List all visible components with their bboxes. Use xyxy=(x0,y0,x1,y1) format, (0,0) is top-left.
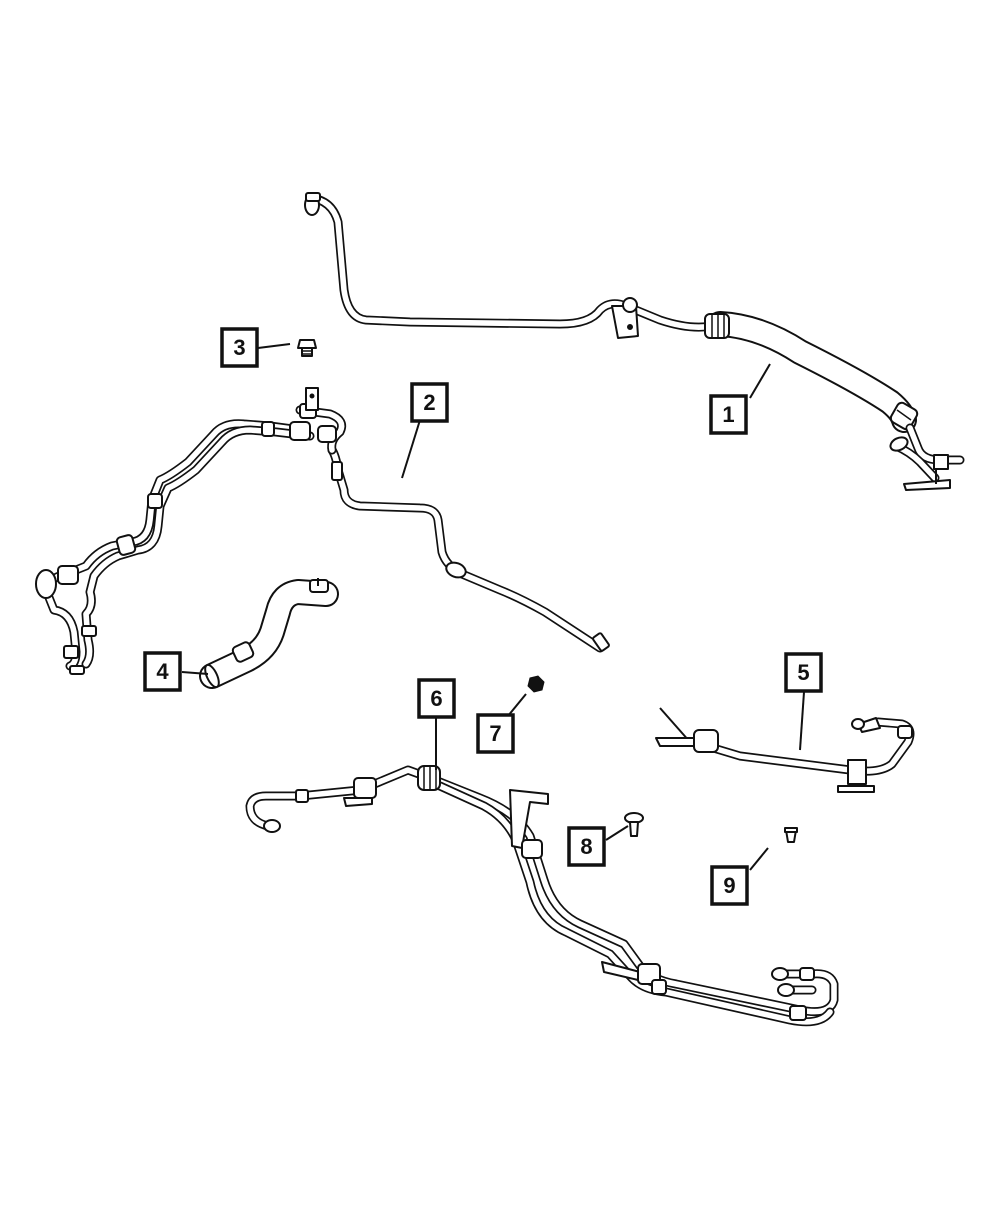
part-1-bracket xyxy=(611,297,639,339)
callout-7: 7 xyxy=(476,713,515,754)
leader-lines xyxy=(181,343,805,871)
part-9-clip xyxy=(784,827,798,843)
callout-8: 8 xyxy=(567,826,606,867)
callout-2: 2 xyxy=(410,382,449,423)
callout-7-number: 7 xyxy=(489,721,501,746)
callout-3: 3 xyxy=(220,327,259,368)
part-5-line xyxy=(655,707,915,793)
part-2-line xyxy=(35,387,610,675)
part-1-lower-fittings xyxy=(889,436,951,491)
callout-5-number: 5 xyxy=(797,660,809,685)
part-1-crimp-ferrule-lower xyxy=(889,401,919,431)
callout-3-number: 3 xyxy=(233,335,245,360)
callout-4-number: 4 xyxy=(156,659,169,684)
part-5-fittings xyxy=(655,717,913,793)
callout-1: 1 xyxy=(709,394,748,435)
callout-2-number: 2 xyxy=(423,390,435,415)
part-6-fittings xyxy=(263,765,815,1021)
callout-4: 4 xyxy=(143,651,182,692)
part-2-connectors xyxy=(35,387,610,675)
callout-1-number: 1 xyxy=(722,402,734,427)
part-8-push-pin xyxy=(624,812,644,837)
callout-5: 5 xyxy=(784,652,823,693)
part-1-line xyxy=(304,192,965,491)
callout-9: 9 xyxy=(710,865,749,906)
part-1-upper-end-fitting xyxy=(304,192,321,216)
part-1-crimp-ferrule xyxy=(704,313,730,339)
part-6-line xyxy=(245,765,839,1027)
callout-6-number: 6 xyxy=(430,686,442,711)
callout-6: 6 xyxy=(417,678,456,719)
part-4-hose xyxy=(199,578,339,689)
callout-9-number: 9 xyxy=(723,873,735,898)
callout-8-number: 8 xyxy=(580,834,592,859)
part-3-bolt xyxy=(297,339,317,357)
part-7-nut xyxy=(527,675,545,693)
